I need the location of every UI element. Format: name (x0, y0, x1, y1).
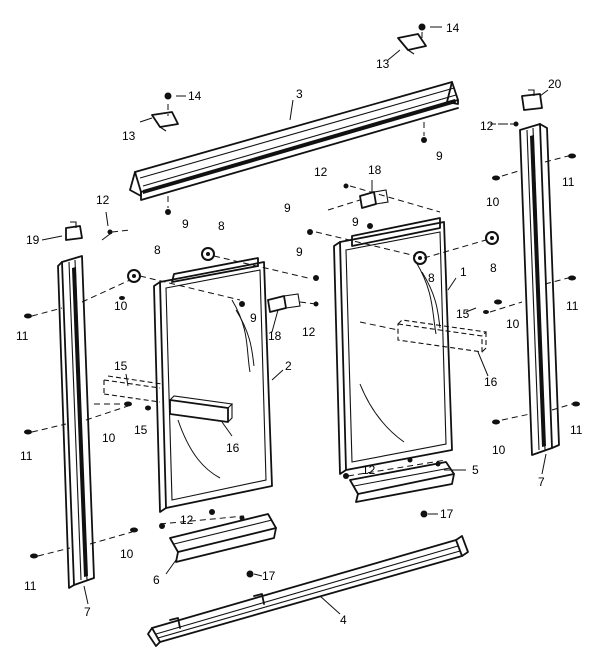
inner-door-bottom-guide (169, 513, 277, 563)
callout-towel-bar-b: 16 (484, 375, 498, 389)
callout-bolt-f: 11 (570, 423, 583, 437)
roller-upper-center (201, 247, 215, 261)
callout-bottom-guide-inner: 6 (153, 573, 160, 587)
door-stop-lower (267, 293, 301, 313)
callout-door-panel-inner: 2 (285, 359, 292, 373)
top-guide-right (397, 33, 427, 55)
callout-cap-a: 14 (188, 89, 202, 103)
callout-spacer-c: 15 (456, 307, 470, 321)
right-top-guide-bracket (521, 89, 543, 111)
callout-stop-a: 18 (268, 329, 282, 343)
callout-screw-f: 9 (250, 311, 257, 325)
callout-washer-f: 10 (492, 443, 506, 457)
callout-bottom-sill: 4 (340, 613, 347, 627)
callout-cap-b: 14 (446, 21, 460, 35)
assembly-dash-lines (31, 32, 573, 557)
callout-bolt-b: 11 (20, 449, 33, 463)
callout-labels: 1 2 3 4 5 6 7 7 8 8 8 8 9 9 9 9 9 9 10 1… (16, 21, 583, 627)
callout-washer-a: 10 (114, 299, 128, 313)
callout-screw-d: 9 (352, 215, 359, 229)
callout-screw-c: 9 (284, 201, 291, 215)
callout-guide-a: 13 (122, 129, 136, 143)
callout-screw-b: 9 (436, 149, 443, 163)
callout-spacer-a: 15 (114, 359, 128, 373)
outer-door-bottom-guide (349, 461, 455, 503)
callout-left-bracket: 19 (26, 233, 40, 247)
callout-washer-b: 10 (102, 431, 116, 445)
callout-bottom-guide-outer: 5 (472, 463, 479, 477)
callout-nut-d: 12 (302, 325, 316, 339)
left-top-guide-bracket (65, 221, 83, 241)
callout-roller-d: 8 (490, 261, 497, 275)
callout-bolt-e: 11 (566, 299, 579, 313)
callout-towel-bar-a: 16 (226, 441, 240, 455)
inner-door-towel-bar (103, 375, 234, 423)
right-wall-jamb (519, 123, 560, 456)
callout-screw-a: 9 (182, 217, 189, 231)
callout-nut-a: 12 (96, 193, 110, 207)
roller-right-door (413, 251, 427, 265)
top-header-track (129, 81, 459, 201)
screws-and-fasteners (24, 23, 580, 578)
outer-door-towel-bar (397, 319, 488, 353)
callout-roller-c: 8 (428, 271, 435, 285)
callout-washer-e: 10 (506, 317, 520, 331)
bottom-threshold-sill (147, 535, 469, 647)
callout-stop-b: 18 (368, 163, 382, 177)
callout-top-track: 3 (296, 87, 303, 101)
outer-door-panel (333, 217, 453, 475)
top-guide-left (151, 111, 179, 132)
callout-glide-b: 17 (440, 507, 454, 521)
callout-bolt-a: 11 (16, 329, 29, 343)
callout-nut-c: 12 (480, 119, 494, 133)
callout-left-jamb: 7 (84, 605, 91, 619)
callout-washer-c: 10 (120, 547, 134, 561)
roller-far-right (485, 231, 499, 245)
door-stop-upper (359, 189, 389, 209)
callout-glide-a: 17 (262, 569, 276, 583)
callout-nut-f: 12 (180, 513, 194, 527)
callout-bolt-c: 11 (24, 579, 37, 593)
callout-spacer-b: 15 (134, 423, 148, 437)
callout-roller-a: 8 (154, 243, 161, 257)
callout-right-jamb: 7 (538, 475, 545, 489)
callout-roller-b: 8 (218, 219, 225, 233)
callout-guide-b: 13 (376, 57, 390, 71)
leader-lines (41, 26, 549, 615)
left-wall-jamb (57, 255, 95, 589)
callout-door-panel-outer: 1 (460, 265, 467, 279)
callout-nut-e: 12 (362, 463, 376, 477)
callout-screw-e: 9 (296, 245, 303, 259)
callout-washer-d: 10 (486, 195, 500, 209)
inner-door-panel (153, 257, 273, 513)
callout-nut-b: 12 (314, 165, 328, 179)
callout-bolt-d: 11 (562, 175, 575, 189)
callout-right-bracket: 20 (548, 77, 562, 91)
